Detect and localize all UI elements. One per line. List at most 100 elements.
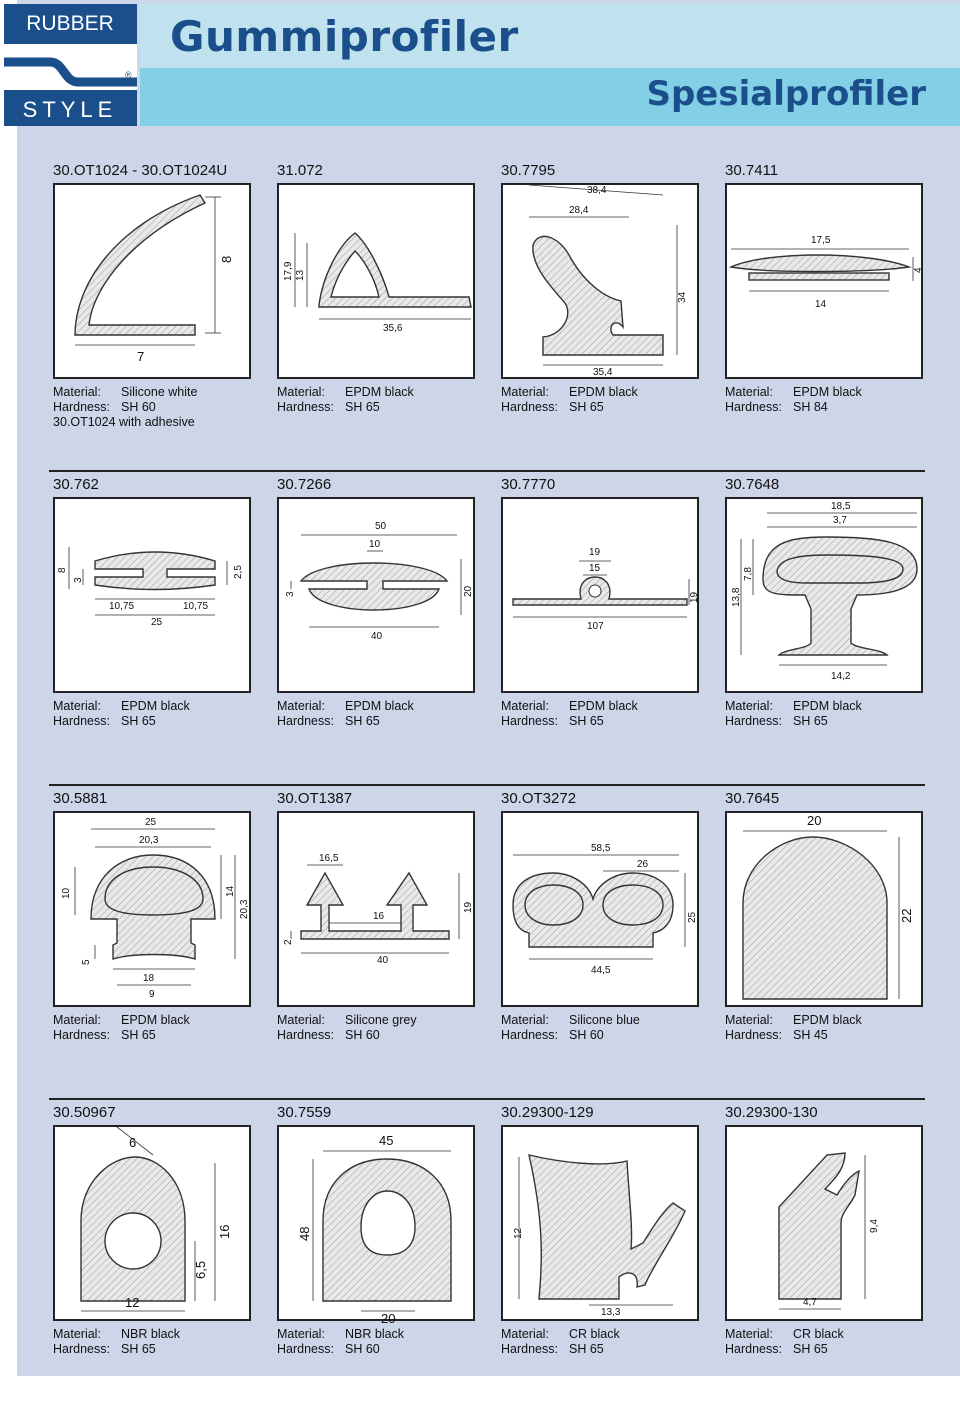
profile-card: 30.OT3272 58,5 26 25 44,5 Material:Silic… xyxy=(497,790,701,1094)
hardness-value: SH 65 xyxy=(345,714,380,728)
dim-label: 58,5 xyxy=(591,843,611,854)
dim-label: 16 xyxy=(373,911,385,922)
hardness-label: Hardness: xyxy=(53,714,110,728)
hardness-value: SH 65 xyxy=(569,1342,604,1356)
dim-label: 25 xyxy=(145,817,157,828)
material-label: Material: xyxy=(501,1013,549,1027)
profile-code: 30.5881 xyxy=(53,790,108,807)
material-label: Material: xyxy=(53,699,101,713)
dim-label: 45 xyxy=(379,1133,393,1148)
dim-label: 35,6 xyxy=(383,323,403,334)
hardness-label: Hardness: xyxy=(277,1342,334,1356)
profile-spec: Material:EPDM black Hardness:SH 65 xyxy=(277,699,477,729)
profile-code: 30.7559 xyxy=(277,1104,332,1121)
profile-drawing: 45 48 20 xyxy=(277,1125,475,1326)
profile-card: 31.072 17,9 13 35,6 Material:EPDM black … xyxy=(273,162,477,466)
hardness-label: Hardness: xyxy=(725,714,782,728)
hardness-label: Hardness: xyxy=(725,1028,782,1042)
hardness-value: SH 45 xyxy=(793,1028,828,1042)
profile-spec: Material:NBR black Hardness:SH 60 xyxy=(277,1327,477,1357)
hardness-label: Hardness: xyxy=(53,400,110,414)
profile-drawing: 6 16 6,5 12 xyxy=(53,1125,251,1321)
material-label: Material: xyxy=(501,699,549,713)
material-value: EPDM black xyxy=(121,1013,190,1027)
hardness-label: Hardness: xyxy=(501,714,558,728)
hardness-value: SH 65 xyxy=(569,714,604,728)
profile-spec: Material:CR black Hardness:SH 65 xyxy=(725,1327,925,1357)
material-value: Silicone grey xyxy=(345,1013,417,1027)
material-value: NBR black xyxy=(121,1327,181,1341)
material-label: Material: xyxy=(725,1013,773,1027)
profile-spec: Material:EPDM black Hardness:SH 65 xyxy=(277,385,477,415)
hardness-label: Hardness: xyxy=(277,400,334,414)
hardness-label: Hardness: xyxy=(501,400,558,414)
profile-spec: Material:Silicone white Hardness:SH 60 3… xyxy=(53,385,253,430)
material-value: CR black xyxy=(569,1327,620,1341)
page-title: Gummiprofiler xyxy=(170,12,519,61)
dim-label: 9,4 xyxy=(869,1219,880,1233)
material-value: EPDM black xyxy=(569,699,638,713)
material-value: EPDM black xyxy=(121,699,190,713)
hardness-value: SH 65 xyxy=(345,400,380,414)
dim-label: 10,75 xyxy=(183,601,208,612)
dim-label: 4 xyxy=(913,267,924,273)
dim-label: 13 xyxy=(295,269,306,281)
profile-spec: Material:EPDM black Hardness:SH 65 xyxy=(725,699,925,729)
dim-label: 17,5 xyxy=(811,235,831,246)
hardness-value: SH 60 xyxy=(345,1342,380,1356)
profile-drawing: 12 13,3 xyxy=(501,1125,699,1321)
profile-drawing: 8 3 2,5 10,75 10,75 25 xyxy=(53,497,251,693)
hardness-label: Hardness: xyxy=(725,400,782,414)
hardness-label: Hardness: xyxy=(277,714,334,728)
profile-row: 30.50967 6 16 6,5 12 Material:NBR black … xyxy=(49,1098,925,1408)
profile-spec: Material:EPDM black Hardness:SH 65 xyxy=(501,385,701,415)
hardness-value: SH 65 xyxy=(121,714,156,728)
material-value: NBR black xyxy=(345,1327,405,1341)
material-value: Silicone white xyxy=(121,385,198,399)
dim-label: 18 xyxy=(143,973,155,984)
hardness-value: SH 65 xyxy=(121,1028,156,1042)
material-label: Material: xyxy=(725,699,773,713)
dim-label: 10,75 xyxy=(109,601,134,612)
material-label: Material: xyxy=(277,1013,325,1027)
profile-spec: Material:EPDM black Hardness:SH 84 xyxy=(725,385,925,415)
profile-spec: Material:EPDM black Hardness:SH 45 xyxy=(725,1013,925,1043)
profile-drawing: 8 7 xyxy=(53,183,251,379)
hardness-value: SH 65 xyxy=(569,400,604,414)
dim-label: 8 xyxy=(57,567,68,573)
dim-label: 20,3 xyxy=(139,835,159,846)
material-label: Material: xyxy=(277,385,325,399)
hardness-value: SH 84 xyxy=(793,400,828,414)
dim-label: 7,8 xyxy=(743,567,754,581)
dim-label: 5 xyxy=(81,959,92,965)
dim-label: 6,5 xyxy=(193,1261,208,1279)
material-label: Material: xyxy=(53,385,101,399)
dim-label: 18,5 xyxy=(831,501,851,512)
dim-label: 25 xyxy=(687,911,698,923)
header-band-bottom xyxy=(140,68,960,126)
dim-label: 2,5 xyxy=(233,565,244,579)
dim-label: 9 xyxy=(149,989,155,1000)
dim-label: 26 xyxy=(637,859,649,870)
hardness-value: SH 65 xyxy=(793,714,828,728)
profile-drawing: 17,5 4 14 xyxy=(725,183,924,379)
profile-card: 30.29300-129 12 13,3 Material:CR black H… xyxy=(497,1104,701,1408)
profile-drawing: 9,4 4,7 xyxy=(725,1125,923,1321)
profile-card: 30.5881 25 20,3 10 14 20,3 5 18 9 Materi… xyxy=(49,790,253,1094)
dim-label: 7 xyxy=(137,349,144,364)
profile-code: 30.7770 xyxy=(501,476,556,493)
profile-note: 30.OT1024 with adhesive xyxy=(53,415,195,429)
registered-mark: ® xyxy=(125,70,132,80)
dim-label: 16 xyxy=(217,1225,232,1239)
dim-label: 14,2 xyxy=(831,671,851,682)
dim-label: 28,4 xyxy=(569,205,589,216)
profile-code: 30.OT3272 xyxy=(501,790,577,807)
header-band-top xyxy=(140,4,960,68)
dim-label: 20 xyxy=(807,813,821,828)
profile-card: 30.7770 19 15 19 107 Material:EPDM black… xyxy=(497,476,701,780)
profile-spec: Material:CR black Hardness:SH 65 xyxy=(501,1327,701,1357)
material-label: Material: xyxy=(53,1013,101,1027)
dim-label: 12 xyxy=(125,1295,139,1310)
dim-label: 14 xyxy=(225,885,236,897)
dim-label: 19 xyxy=(463,901,474,913)
